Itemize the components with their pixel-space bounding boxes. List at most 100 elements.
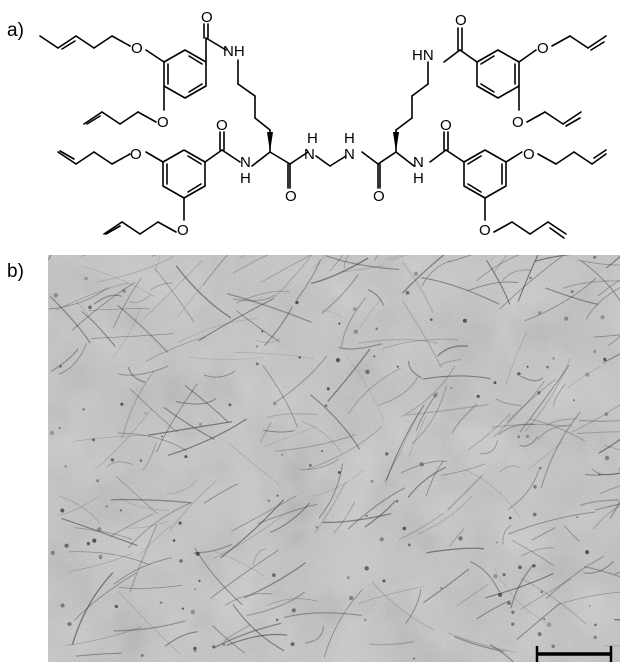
fiber-strand — [167, 418, 247, 456]
fiber-dot — [84, 276, 88, 281]
fiber-dot — [517, 435, 521, 439]
fiber-dot — [140, 653, 144, 657]
fiber-strand — [398, 513, 444, 541]
fiber-dot — [82, 408, 85, 411]
fiber-dot — [60, 508, 65, 513]
fiber-dot — [395, 499, 399, 503]
fiber-dot — [110, 458, 115, 462]
fiber-strand — [479, 440, 498, 455]
fiber-strand — [142, 442, 157, 471]
oxygen-label: O — [157, 114, 169, 131]
fiber-strand — [311, 257, 369, 285]
fiber-strand — [169, 480, 217, 531]
fiber-strand — [516, 603, 561, 640]
fiber-strand — [223, 624, 251, 642]
oxygen-label: O — [177, 222, 189, 239]
fiber-strand — [498, 423, 536, 436]
fiber-strand — [505, 331, 528, 384]
fiber-strand — [175, 265, 232, 319]
oxygen-label: O — [440, 117, 452, 134]
oxygen-label: O — [131, 40, 143, 57]
fiber-strand — [502, 524, 512, 546]
fiber-strand — [519, 364, 570, 433]
fiber-strand — [119, 497, 171, 511]
fiber-dot — [119, 509, 122, 512]
fiber-dot — [375, 327, 379, 331]
fiber-dot — [295, 300, 299, 305]
fiber-strand — [113, 557, 172, 585]
fiber-dot — [335, 358, 341, 363]
fiber-dot — [450, 387, 453, 389]
fiber-dot — [564, 316, 569, 321]
fiber-dot — [493, 381, 497, 385]
fiber-strand — [406, 403, 489, 416]
fiber-strand — [384, 255, 403, 261]
fiber-strand — [309, 394, 361, 450]
fiber-dot — [405, 290, 410, 295]
oxygen-label: O — [455, 12, 467, 29]
fiber-strand — [467, 281, 519, 291]
fiber-strand — [113, 620, 186, 632]
fiber-strand — [244, 562, 306, 599]
fiber-strand — [545, 555, 605, 599]
fiber-strand — [593, 334, 620, 338]
fiber-dot — [172, 539, 176, 542]
fiber-dot — [493, 574, 498, 579]
fiber-strand — [164, 631, 198, 647]
fiber-strand — [494, 567, 548, 624]
fiber-dot — [315, 526, 318, 529]
fiber-strand — [545, 287, 599, 305]
fiber-strand — [232, 603, 285, 652]
fiber-dot — [321, 449, 324, 453]
fiber-strand — [490, 255, 497, 262]
fiber-dot — [92, 538, 97, 543]
fiber-strand — [579, 420, 620, 422]
fiber-strand — [401, 300, 443, 369]
fiber-dot — [382, 579, 386, 583]
fiber-dot — [462, 318, 467, 323]
fiber-dot — [511, 610, 515, 614]
fiber-strand — [213, 515, 284, 559]
fiber-strand — [48, 255, 52, 261]
fiber-strand — [528, 441, 564, 470]
fiber-strand — [266, 598, 318, 606]
fiber-strand — [323, 589, 363, 658]
fiber-dot — [551, 644, 555, 648]
fiber-dot — [525, 434, 530, 438]
fiber-strand — [94, 408, 153, 470]
fiber-strand — [603, 645, 620, 647]
fiber-strand — [340, 297, 366, 347]
fiber-strand — [299, 458, 340, 471]
fiber-dot — [190, 609, 195, 615]
fiber-strand — [347, 487, 406, 530]
fiber-dot — [60, 603, 65, 608]
fiber-strand — [405, 589, 422, 624]
fiber-strand — [154, 267, 195, 323]
fiber-strand — [371, 581, 435, 631]
fiber-strand — [224, 593, 273, 606]
fiber-strand — [562, 280, 620, 289]
fiber-strand — [321, 274, 359, 314]
fiber-strand — [545, 418, 578, 426]
fiber-dot — [552, 357, 555, 360]
fiber-strand — [448, 255, 473, 263]
fiber-dot — [407, 543, 411, 547]
fiber-dot — [604, 455, 610, 461]
fiber-dot — [370, 479, 374, 483]
fiber-strand — [264, 425, 318, 447]
fiber-strand — [175, 398, 217, 405]
fiber-strand — [264, 306, 293, 346]
fiber-strand — [318, 463, 343, 519]
scale-bar — [535, 646, 613, 662]
fiber-strand — [530, 418, 585, 442]
fiber-strand — [583, 560, 614, 574]
fiber-dot — [198, 422, 203, 426]
fiber-strand — [411, 385, 448, 444]
fiber-strand — [598, 438, 620, 454]
fiber-strand — [48, 286, 109, 310]
fiber-dot — [508, 516, 512, 520]
fiber-strand — [447, 632, 517, 653]
fiber-strand — [165, 480, 198, 495]
fiber-dot — [603, 357, 607, 361]
fiber-dot — [276, 494, 279, 497]
